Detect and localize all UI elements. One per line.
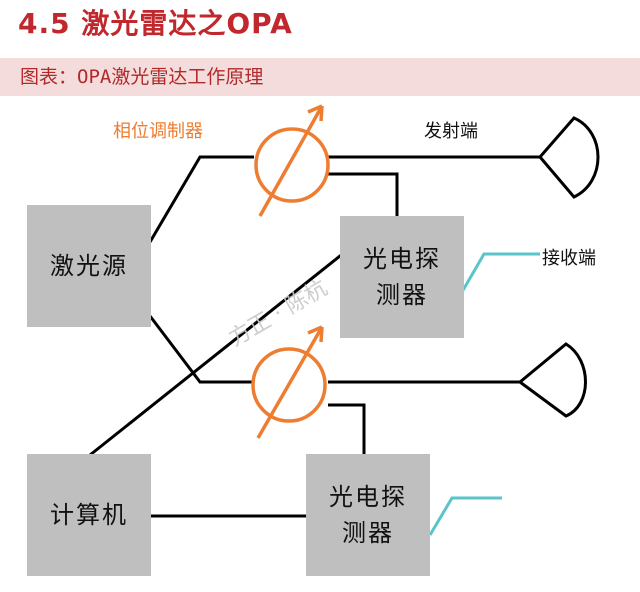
top-receive-signal-line <box>460 252 540 293</box>
receive-label: 接收端 <box>542 248 596 269</box>
transmit-label: 发射端 <box>424 121 478 142</box>
bottom-emitter-antenna-icon <box>517 342 587 418</box>
computer-to-detector-diagonal <box>89 250 346 457</box>
top-modulator-to-detector-line <box>328 172 399 217</box>
top-phase-modulator-icon <box>254 104 330 217</box>
computer-box: 计算机 <box>27 454 151 576</box>
section-title: 4.5 激光雷达之OPA <box>18 7 293 40</box>
bottom-photodetector-box: 光电探测器 <box>306 454 430 576</box>
figure-caption: 图表：OPA激光雷达工作原理 <box>20 66 264 88</box>
figure-caption-banner: 图表：OPA激光雷达工作原理 <box>0 58 640 96</box>
top-emitter-antenna-icon <box>538 116 600 199</box>
bottom-photodetector-label: 光电探测器 <box>329 483 407 547</box>
bottom-phase-modulator-icon <box>251 325 327 439</box>
top-photodetector-label: 光电探测器 <box>363 245 441 309</box>
laser-source-label: 激光源 <box>50 252 128 280</box>
laser-to-bottom-modulator-line <box>148 315 254 384</box>
laser-source-box: 激光源 <box>27 205 151 327</box>
bottom-receive-signal-line <box>428 496 502 536</box>
computer-label: 计算机 <box>50 501 128 529</box>
laser-to-top-modulator-line <box>148 155 254 243</box>
top-photodetector-box: 光电探测器 <box>340 216 464 338</box>
phase-modulator-label: 相位调制器 <box>113 121 203 142</box>
bottom-modulator-to-detector-line <box>328 403 366 455</box>
